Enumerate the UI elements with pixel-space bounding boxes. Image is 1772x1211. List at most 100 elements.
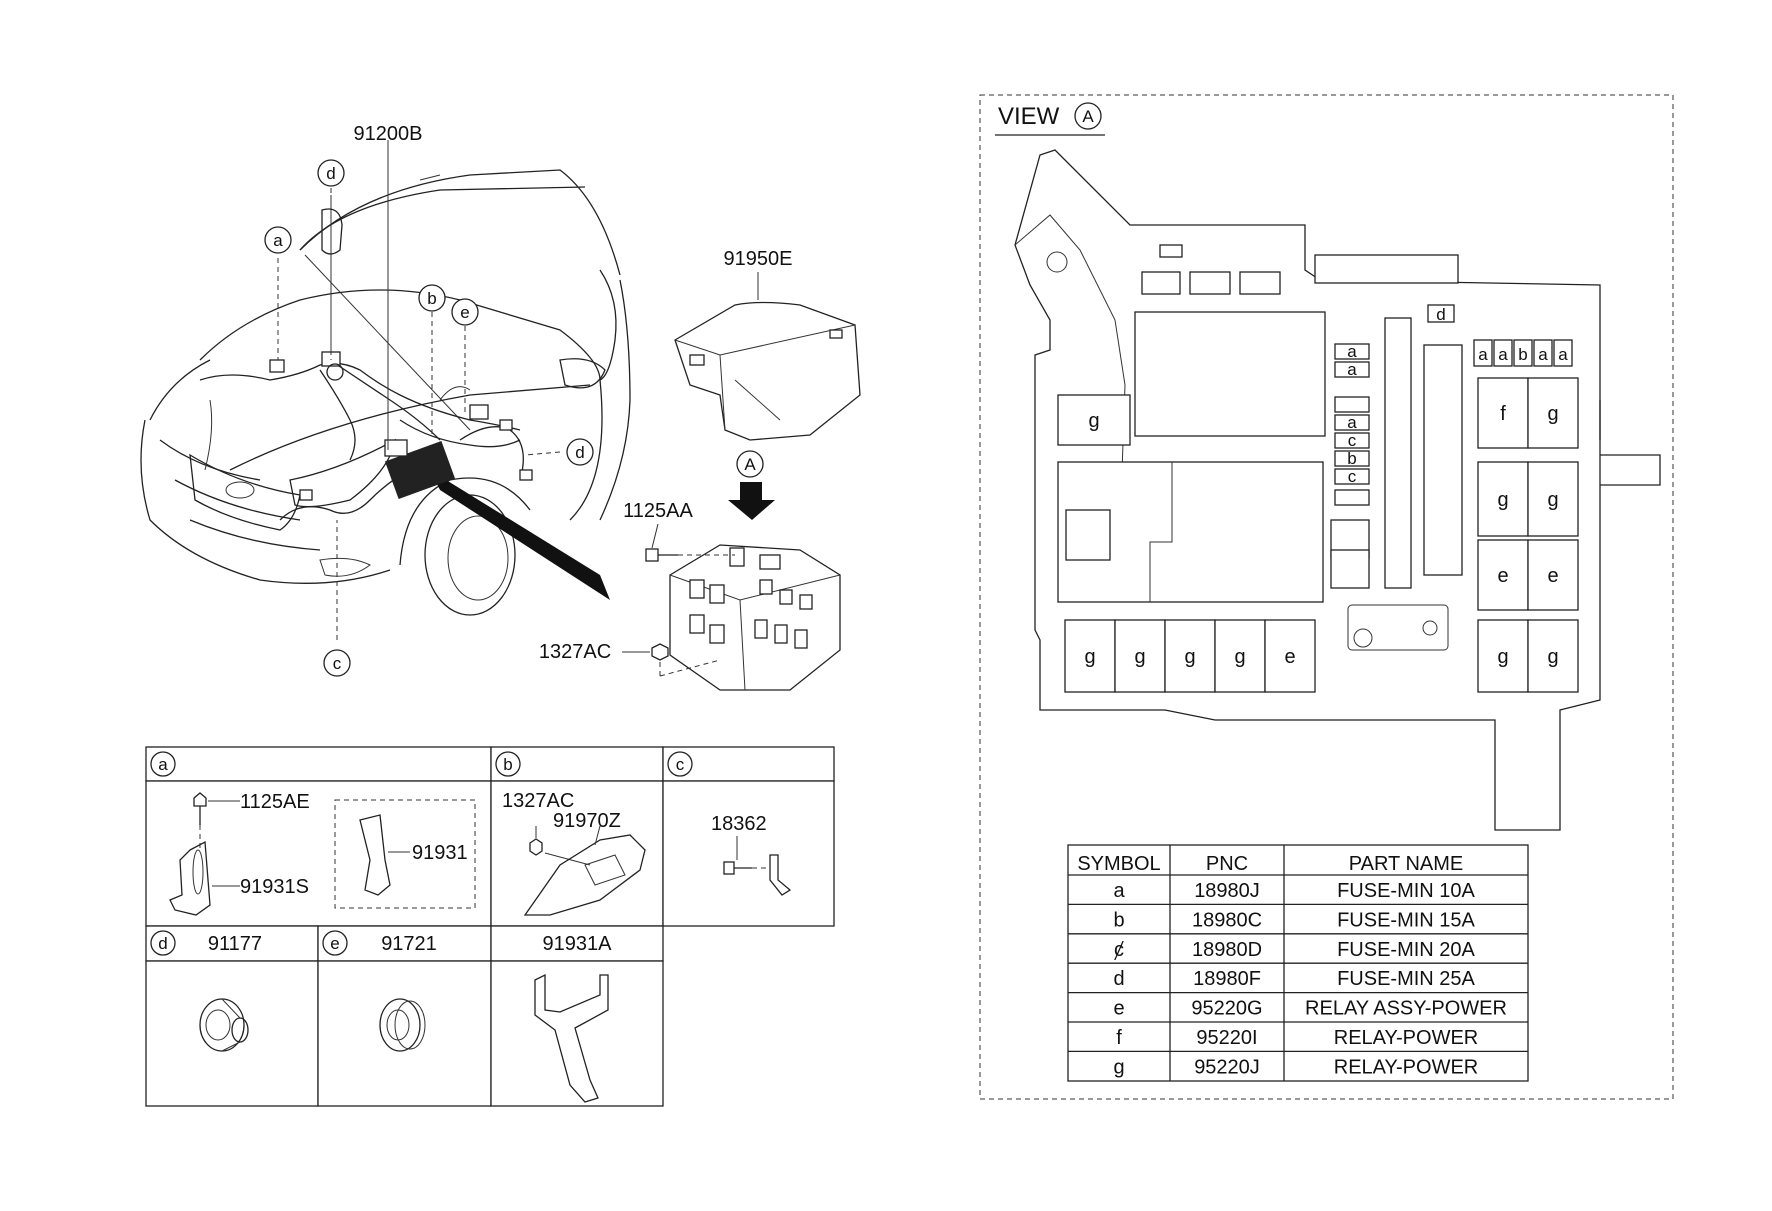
fuse-box-cover <box>674 301 861 441</box>
svg-text:b: b <box>427 289 436 308</box>
svg-text:b: b <box>503 755 512 774</box>
svg-text:a: a <box>158 755 168 774</box>
detail-a-parts <box>169 792 476 916</box>
callout-1125AA: 1125AA <box>623 500 693 522</box>
mirror-d <box>321 208 343 255</box>
svg-text:g: g <box>1134 646 1145 668</box>
detail-tag-c: c <box>667 751 693 777</box>
svg-text:d: d <box>575 443 584 462</box>
car-circle-d-top: d <box>317 159 345 187</box>
part-name-cell: RELAY ASSY-POWER <box>1305 998 1507 1020</box>
svg-text:d: d <box>158 934 167 953</box>
svg-text:e: e <box>1547 565 1558 587</box>
symbol-cell: e <box>1113 998 1124 1020</box>
symbol-cell: f <box>1116 1027 1122 1049</box>
bolt-1125AA <box>645 548 735 562</box>
detail-b-part: 91970Z <box>553 810 621 832</box>
pnc-cell: 95220G <box>1191 998 1262 1020</box>
table-row: e 95220G RELAY ASSY-POWER <box>1113 998 1507 1020</box>
detail-tag-d: d <box>150 930 176 956</box>
symbol-cell: b <box>1113 909 1124 931</box>
svg-text:c: c <box>333 654 342 673</box>
leader-1125AA <box>651 523 659 549</box>
detail-c-parts: 18362 <box>711 813 792 896</box>
svg-text:f: f <box>1500 403 1506 425</box>
top-fuse-row: a a b a a <box>1473 339 1573 367</box>
svg-text:e: e <box>330 934 339 953</box>
svg-text:e: e <box>1284 646 1295 668</box>
car-circle-d-side: d <box>566 438 594 466</box>
svg-text:g: g <box>1084 646 1095 668</box>
relay-left: g <box>1057 394 1131 446</box>
pnc-cell: 18980J <box>1194 880 1260 902</box>
slot-top-d: d <box>1427 304 1455 324</box>
nut-1327AC <box>622 643 721 677</box>
table-row: d 18980F FUSE-MIN 25A <box>1113 968 1475 990</box>
car-circle-b: b <box>418 284 446 312</box>
svg-text:a: a <box>1347 360 1357 379</box>
svg-text:g: g <box>1547 646 1558 668</box>
svg-text:g: g <box>1088 410 1099 432</box>
svg-text:A: A <box>744 455 756 474</box>
detail-f-part: 91931A <box>543 933 613 955</box>
relay-right-block: f g g g e e g g <box>1477 377 1579 693</box>
part-name-cell: FUSE-MIN 25A <box>1337 968 1475 990</box>
svg-text:18362: 18362 <box>711 813 767 835</box>
car-circle-e: e <box>451 298 479 326</box>
header-pnc: PNC <box>1206 853 1248 875</box>
symbol-cell: ȼ <box>1114 939 1124 961</box>
symbol-cell: d <box>1113 968 1124 990</box>
bracket-91931A <box>534 973 609 1103</box>
svg-text:g: g <box>1234 646 1245 668</box>
svg-text:g: g <box>1184 646 1195 668</box>
pnc-cell: 18980F <box>1193 968 1261 990</box>
relay-bottom-row: g g g g e <box>1064 619 1316 693</box>
svg-text:a: a <box>1498 345 1508 364</box>
svg-text:c: c <box>1348 467 1357 486</box>
detail-e-part: 91721 <box>381 933 437 955</box>
svg-text:a: a <box>1347 413 1357 432</box>
car-circle-c: c <box>323 649 351 677</box>
svg-text:g: g <box>1497 646 1508 668</box>
svg-text:g: g <box>1497 489 1508 511</box>
header-symbol: SYMBOL <box>1077 853 1160 875</box>
svg-text:b: b <box>1518 345 1527 364</box>
detail-a-bracket-alt: 91931 <box>412 842 468 864</box>
svg-text:a: a <box>1347 342 1357 361</box>
detail-a-bolt: 1125AE <box>240 791 310 813</box>
part-name-cell: FUSE-MIN 20A <box>1337 939 1475 961</box>
part-name-cell: RELAY-POWER <box>1334 1056 1478 1078</box>
svg-text:e: e <box>1497 565 1508 587</box>
svg-text:a: a <box>1538 345 1548 364</box>
car-illustration <box>140 169 631 616</box>
callout-91200B: 91200B <box>354 123 423 145</box>
detail-d-part: 91177 <box>208 933 262 955</box>
detail-b-parts <box>523 825 646 916</box>
svg-text:d: d <box>326 164 335 183</box>
pnc-cell: 95220J <box>1194 1056 1260 1078</box>
part-name-cell: RELAY-POWER <box>1334 1027 1478 1049</box>
table-row: g 95220J RELAY-POWER <box>1113 1056 1478 1078</box>
svg-text:b: b <box>1347 449 1356 468</box>
part-name-cell: FUSE-MIN 10A <box>1337 880 1475 902</box>
fuse-box-assembly <box>669 544 841 691</box>
view-arrow-a: A <box>728 450 775 520</box>
symbol-cell: g <box>1113 1056 1124 1078</box>
view-a-frame <box>979 94 1674 1100</box>
svg-text:VIEW: VIEW <box>998 103 1060 130</box>
detail-tag-a: a <box>150 751 176 777</box>
detail-grid <box>145 746 835 1107</box>
part-name-cell: FUSE-MIN 15A <box>1337 909 1475 931</box>
small-fuse-column: a a a c b c <box>1334 342 1370 506</box>
view-a-title: VIEW A <box>995 102 1105 136</box>
detail-b-nut: 1327AC <box>502 790 574 812</box>
detail-a-bracket: 91931S <box>240 876 309 898</box>
grommet-91177 <box>199 998 249 1052</box>
svg-text:e: e <box>460 303 469 322</box>
header-part-name: PART NAME <box>1349 853 1463 875</box>
